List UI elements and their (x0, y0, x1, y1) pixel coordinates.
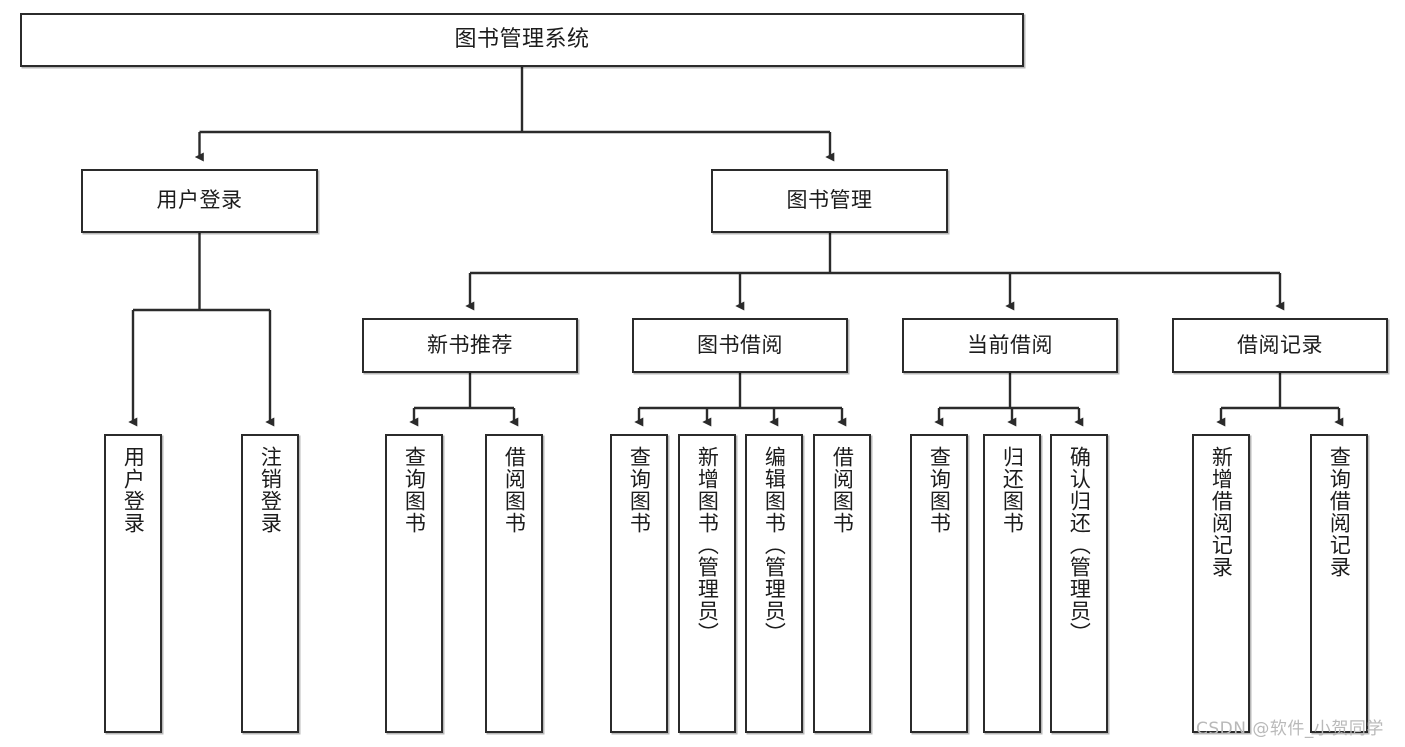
node-user-login-label: 用户登录 (156, 188, 243, 213)
node-leaf-query-book-3[interactable]: 查询图书 (910, 434, 968, 733)
csdn-watermark: CSDN @软件_小贺同学 (1196, 719, 1384, 739)
node-leaf-user-logout-label: 注销登录 (258, 446, 283, 534)
node-leaf-return-book[interactable]: 归还图书 (983, 434, 1041, 733)
node-leaf-query-book-1[interactable]: 查询图书 (385, 434, 443, 733)
node-borrow-record[interactable]: 借阅记录 (1172, 318, 1388, 373)
node-leaf-add-book-label: 新增图书（管理员） (695, 446, 720, 644)
node-leaf-query-book-2[interactable]: 查询图书 (610, 434, 668, 733)
node-leaf-borrow-book-1-label: 借阅图书 (502, 446, 527, 534)
node-root-label: 图书管理系统 (454, 26, 590, 52)
node-new-book-recommend[interactable]: 新书推荐 (362, 318, 578, 373)
node-leaf-add-record[interactable]: 新增借阅记录 (1192, 434, 1250, 733)
node-leaf-edit-book[interactable]: 编辑图书（管理员） (745, 434, 803, 733)
node-leaf-add-book[interactable]: 新增图书（管理员） (678, 434, 736, 733)
node-current-borrow[interactable]: 当前借阅 (902, 318, 1118, 373)
node-user-login[interactable]: 用户登录 (81, 169, 318, 233)
node-leaf-user-logout[interactable]: 注销登录 (241, 434, 299, 733)
node-new-book-recommend-label: 新书推荐 (427, 332, 513, 357)
node-leaf-query-book-3-label: 查询图书 (927, 446, 952, 534)
node-leaf-return-book-label: 归还图书 (1000, 446, 1025, 534)
node-book-manage[interactable]: 图书管理 (711, 169, 948, 233)
node-leaf-borrow-book-1[interactable]: 借阅图书 (485, 434, 543, 733)
node-leaf-borrow-book-2-label: 借阅图书 (830, 446, 855, 534)
node-current-borrow-label: 当前借阅 (967, 332, 1053, 357)
node-leaf-user-login[interactable]: 用户登录 (104, 434, 162, 733)
node-root[interactable]: 图书管理系统 (20, 13, 1024, 67)
node-book-manage-label: 图书管理 (786, 188, 873, 213)
node-leaf-borrow-book-2[interactable]: 借阅图书 (813, 434, 871, 733)
node-leaf-confirm-return[interactable]: 确认归还（管理员） (1050, 434, 1108, 733)
node-book-borrow-label: 图书借阅 (697, 332, 783, 357)
node-leaf-query-book-2-label: 查询图书 (627, 446, 652, 534)
node-leaf-query-record[interactable]: 查询借阅记录 (1310, 434, 1368, 733)
node-borrow-record-label: 借阅记录 (1237, 332, 1323, 357)
node-leaf-query-book-1-label: 查询图书 (402, 446, 427, 534)
node-leaf-confirm-return-label: 确认归还（管理员） (1067, 446, 1092, 644)
node-leaf-query-record-label: 查询借阅记录 (1327, 446, 1352, 578)
node-leaf-user-login-label: 用户登录 (121, 446, 146, 534)
node-leaf-edit-book-label: 编辑图书（管理员） (762, 446, 787, 644)
node-book-borrow[interactable]: 图书借阅 (632, 318, 848, 373)
node-leaf-add-record-label: 新增借阅记录 (1209, 446, 1234, 578)
